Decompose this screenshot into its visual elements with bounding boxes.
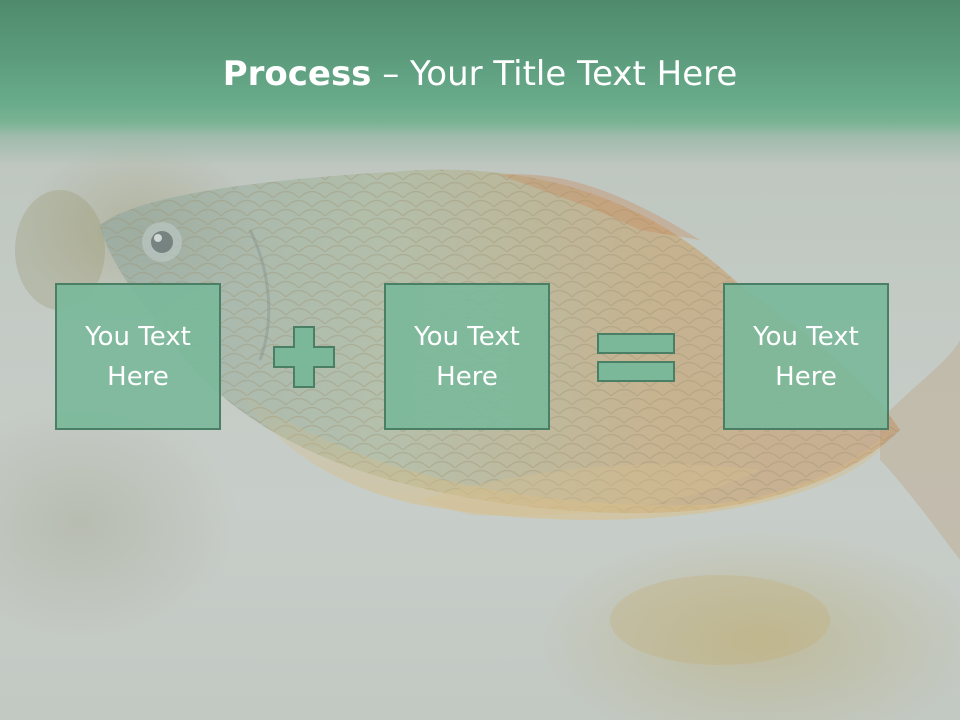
slide-title-rest: – Your Title Text Here <box>371 54 738 94</box>
slide-title-bold: Process <box>222 54 372 94</box>
process-step-box-1[interactable]: You Text Here <box>55 283 221 430</box>
step-3-line-1: You Text <box>753 321 859 352</box>
step-2-line-2: Here <box>436 361 498 392</box>
process-step-text-3: You Text Here <box>753 317 859 397</box>
process-step-text-2: You Text Here <box>414 317 520 397</box>
plus-icon[interactable] <box>273 326 335 388</box>
step-2-line-1: You Text <box>414 321 520 352</box>
process-step-box-3[interactable]: You Text Here <box>723 283 889 430</box>
title-bar <box>0 0 960 165</box>
step-1-line-1: You Text <box>85 321 191 352</box>
equals-icon[interactable] <box>596 332 678 384</box>
step-1-line-2: Here <box>107 361 169 392</box>
slide-title[interactable]: Process – Your Title Text Here <box>0 52 960 96</box>
process-step-box-2[interactable]: You Text Here <box>384 283 550 430</box>
step-3-line-2: Here <box>775 361 837 392</box>
process-step-text-1: You Text Here <box>85 317 191 397</box>
